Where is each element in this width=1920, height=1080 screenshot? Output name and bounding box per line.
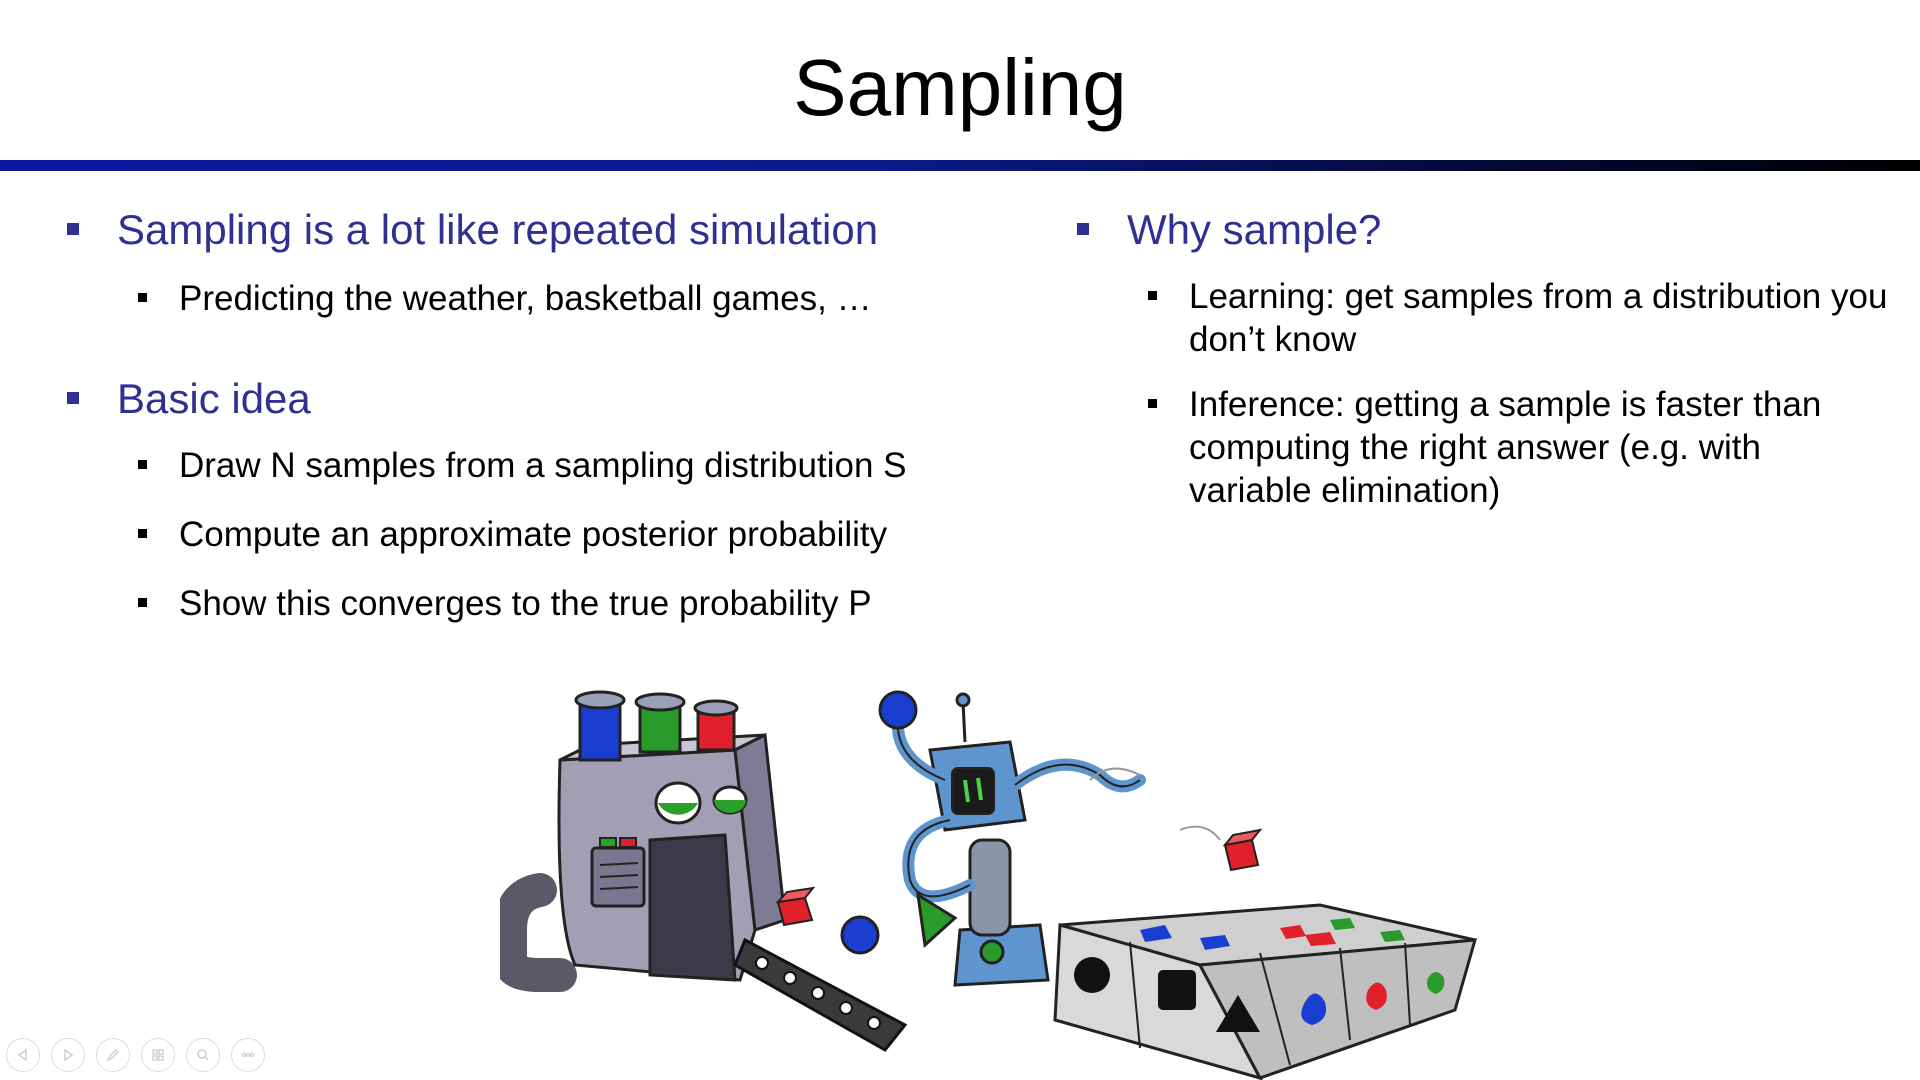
- sub-bullet: Learning: get samples from a distributio…: [1072, 275, 1892, 361]
- square-bullet-icon: [1148, 399, 1157, 408]
- pen-icon: [106, 1048, 120, 1062]
- grid-icon: [152, 1049, 164, 1061]
- square-bullet-icon: [138, 598, 147, 607]
- sub-bullet: Compute an approximate posterior probabi…: [62, 513, 1022, 556]
- bullet-text: Inference: getting a sample is faster th…: [1189, 385, 1822, 510]
- bullet-text: Predicting the weather, basketball games…: [179, 279, 872, 318]
- bullet-text: Show this converges to the true probabil…: [179, 584, 872, 623]
- square-bullet-icon: [67, 392, 79, 404]
- left-column: Sampling is a lot like repeated simulati…: [62, 205, 1022, 625]
- see-all-slides-button[interactable]: [141, 1038, 175, 1072]
- more-dots-icon: [241, 1052, 255, 1058]
- sampling-robot-illustration: [500, 690, 1478, 1080]
- title-divider: [0, 160, 1920, 171]
- square-bullet-icon: [1077, 223, 1089, 235]
- pen-tool-button[interactable]: [96, 1038, 130, 1072]
- bullet-heading: Basic idea: [62, 374, 1022, 424]
- bullet-heading: Sampling is a lot like repeated simulati…: [62, 205, 1022, 255]
- bullet-text: Basic idea: [117, 375, 311, 422]
- triangle-right-icon: [64, 1048, 74, 1062]
- sub-bullet: Draw N samples from a sampling distribut…: [62, 444, 1022, 487]
- bullet-text: Learning: get samples from a distributio…: [1189, 277, 1888, 359]
- triangle-left-icon: [17, 1048, 27, 1062]
- zoom-button[interactable]: [186, 1038, 220, 1072]
- square-bullet-icon: [67, 223, 79, 235]
- bullet-text: Draw N samples from a sampling distribut…: [179, 446, 907, 485]
- slide-title: Sampling: [793, 43, 1127, 132]
- slideshow-nav: [6, 1038, 265, 1074]
- square-bullet-icon: [138, 293, 147, 302]
- bullet-heading: Why sample?: [1072, 205, 1892, 255]
- square-bullet-icon: [138, 460, 147, 469]
- sub-bullet: Show this converges to the true probabil…: [62, 582, 1022, 625]
- magnifier-icon: [197, 1049, 209, 1061]
- previous-slide-button[interactable]: [6, 1038, 40, 1072]
- sub-bullet: Predicting the weather, basketball games…: [62, 277, 1022, 320]
- right-column: Why sample? Learning: get samples from a…: [1072, 205, 1892, 512]
- next-slide-button[interactable]: [51, 1038, 85, 1072]
- bullet-text: Why sample?: [1127, 206, 1382, 253]
- more-options-button[interactable]: [231, 1038, 265, 1072]
- square-bullet-icon: [138, 529, 147, 538]
- bullet-text: Sampling is a lot like repeated simulati…: [117, 206, 879, 253]
- bullet-text: Compute an approximate posterior probabi…: [179, 515, 888, 554]
- square-bullet-icon: [1148, 291, 1157, 300]
- sub-bullet: Inference: getting a sample is faster th…: [1072, 383, 1892, 512]
